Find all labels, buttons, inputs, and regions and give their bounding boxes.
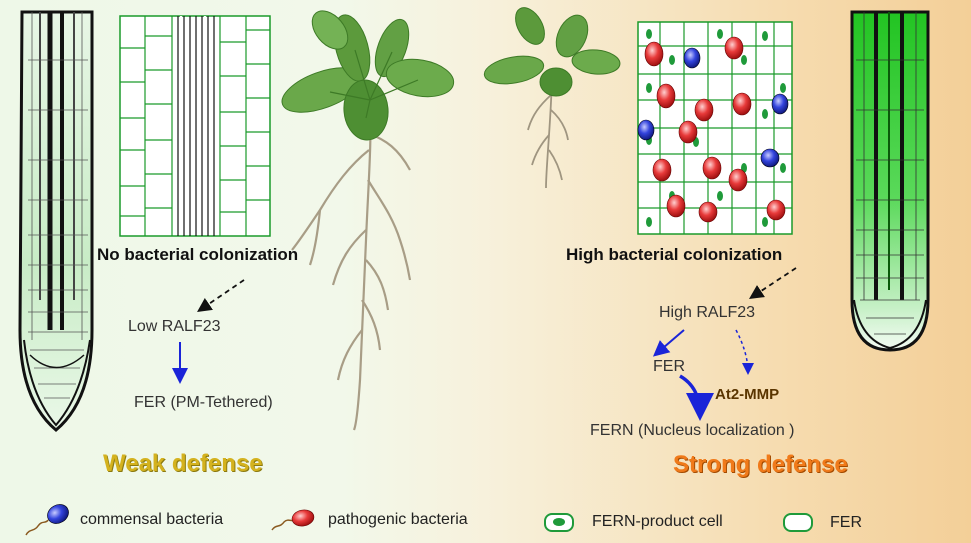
right-ralf-label: High RALF23: [659, 304, 756, 321]
right-plant: [483, 7, 621, 189]
left-root-tip: [18, 10, 94, 432]
legend-fern-cell-label: FERN-product cell: [592, 513, 723, 530]
legend-commensal-label: commensal bacteria: [80, 511, 224, 528]
left-plant: [281, 10, 455, 431]
fer-icon: [783, 513, 813, 532]
pathogenic-bacteria-icon: [271, 509, 315, 531]
legend-fer-label: FER: [830, 514, 862, 531]
fern-product-cell-icon: [544, 513, 574, 532]
right-root-tip: [850, 10, 930, 352]
weak-defense-label: Weak defense: [103, 450, 263, 477]
left-arrows: [172, 279, 245, 384]
right-fer-label: FER: [653, 358, 685, 375]
fern-label: FERN (Nucleus localization ): [590, 422, 795, 439]
right-cell-panel: [637, 21, 793, 235]
left-ralf-label: Low RALF23: [128, 318, 221, 335]
right-arrows: [652, 267, 797, 421]
left-fer-label: FER (PM-Tethered): [134, 394, 273, 411]
legend-pathogenic-label: pathogenic bacteria: [328, 511, 468, 528]
left-colonization-label: No bacterial colonization: [97, 245, 299, 264]
right-colonization-label: High bacterial colonization: [566, 245, 783, 264]
commensal-bacteria-icon: [25, 504, 69, 536]
left-cell-panel: [119, 15, 271, 237]
strong-defense-label: Strong defense: [673, 451, 848, 478]
mmp-label: At2-MMP: [715, 386, 780, 403]
